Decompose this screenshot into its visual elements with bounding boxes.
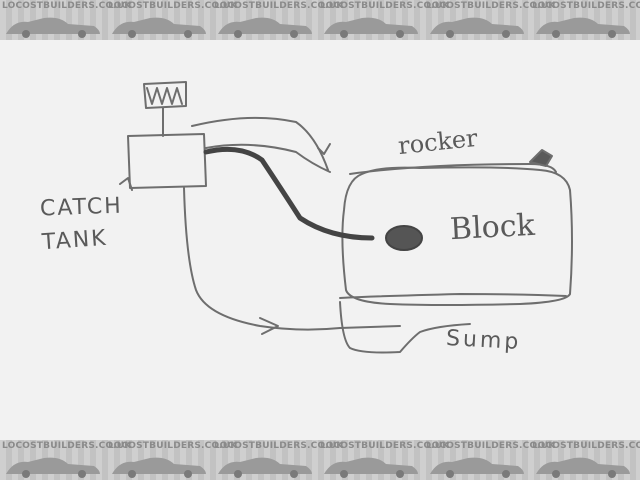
watermark-tile: LOCOSTBUILDERS.CO.UK — [106, 0, 237, 40]
label-block: Block — [449, 207, 536, 248]
car-silhouette-icon — [6, 17, 100, 38]
watermark-band-bottom: LOCOSTBUILDERS.CO.UK LOCOSTBUILDERS.CO.U… — [0, 440, 640, 480]
sketch-drawing — [119, 81, 573, 354]
rocker-hose-upper — [191, 116, 329, 171]
car-silhouette-icon — [218, 17, 312, 38]
watermark-tile: LOCOSTBUILDERS.CO.UK — [212, 0, 343, 40]
car-silhouette-icon — [112, 17, 206, 38]
car-silhouette-icon — [430, 457, 524, 478]
watermark-tile: LOCOSTBUILDERS.CO.UK — [212, 440, 343, 480]
watermark-text: LOCOSTBUILDERS.CO.UK — [214, 441, 344, 451]
car-silhouette-icon — [324, 457, 418, 478]
watermark-text: LOCOSTBUILDERS.CO.UK — [426, 1, 556, 11]
watermark-text: LOCOSTBUILDERS.CO.UK — [426, 441, 556, 451]
label-catch: CATCH — [39, 193, 124, 222]
car-silhouette-icon — [430, 17, 524, 38]
breather-filter — [143, 81, 187, 109]
watermark-text: LOCOSTBUILDERS.CO.UK — [108, 1, 238, 11]
drain-line — [183, 187, 401, 331]
watermark-text: LOCOSTBUILDERS.CO.UK — [2, 441, 132, 451]
watermark-tile: LOCOSTBUILDERS.CO.UK — [0, 0, 131, 40]
sketch-paper: CATCH TANK rocker Block Sump — [0, 40, 640, 440]
oil-filler-cap — [529, 149, 553, 167]
watermark-row-top: LOCOSTBUILDERS.CO.UK LOCOSTBUILDERS.CO.U… — [0, 0, 640, 40]
rocker-hose-lower — [205, 143, 331, 173]
watermark-text: LOCOSTBUILDERS.CO.UK — [320, 441, 450, 451]
car-silhouette-icon — [536, 457, 630, 478]
watermark-row-bottom: LOCOSTBUILDERS.CO.UK LOCOSTBUILDERS.CO.U… — [0, 440, 640, 480]
car-silhouette-icon — [6, 457, 100, 478]
block-breather-outlet — [385, 225, 423, 251]
drain-line-arrow — [259, 317, 279, 335]
watermark-tile: LOCOSTBUILDERS.CO.UK — [530, 0, 640, 40]
car-silhouette-icon — [218, 457, 312, 478]
watermark-text: LOCOSTBUILDERS.CO.UK — [532, 441, 640, 451]
car-silhouette-icon — [536, 17, 630, 38]
watermark-tile: LOCOSTBUILDERS.CO.UK — [318, 0, 449, 40]
watermark-text: LOCOSTBUILDERS.CO.UK — [532, 1, 640, 11]
watermark-tile: LOCOSTBUILDERS.CO.UK — [318, 440, 449, 480]
rocker-hose-arrow — [317, 143, 331, 155]
label-tank: TANK — [41, 225, 109, 256]
rocker-cover-line — [349, 163, 557, 175]
watermark-text: LOCOSTBUILDERS.CO.UK — [214, 1, 344, 11]
car-silhouette-icon — [324, 17, 418, 38]
car-silhouette-icon — [112, 457, 206, 478]
watermark-tile: LOCOSTBUILDERS.CO.UK — [530, 440, 640, 480]
tank-inlet-arrow — [119, 177, 133, 191]
watermark-tile: LOCOSTBUILDERS.CO.UK — [0, 440, 131, 480]
engine-block-outline — [341, 166, 573, 306]
watermark-text: LOCOSTBUILDERS.CO.UK — [2, 1, 132, 11]
watermark-tile: LOCOSTBUILDERS.CO.UK — [424, 440, 555, 480]
watermark-text: LOCOSTBUILDERS.CO.UK — [108, 441, 238, 451]
watermark-text: LOCOSTBUILDERS.CO.UK — [320, 1, 450, 11]
catch-tank-box — [127, 133, 207, 189]
sump-divider — [339, 293, 567, 299]
breather-filter-zigzag — [146, 87, 183, 105]
sump-outline — [339, 301, 471, 354]
watermark-tile: LOCOSTBUILDERS.CO.UK — [106, 440, 237, 480]
watermark-tile: LOCOSTBUILDERS.CO.UK — [424, 0, 555, 40]
block-breather-hose — [203, 146, 375, 241]
label-sump: Sump — [445, 326, 522, 355]
watermark-band-top: LOCOSTBUILDERS.CO.UK LOCOSTBUILDERS.CO.U… — [0, 0, 640, 40]
